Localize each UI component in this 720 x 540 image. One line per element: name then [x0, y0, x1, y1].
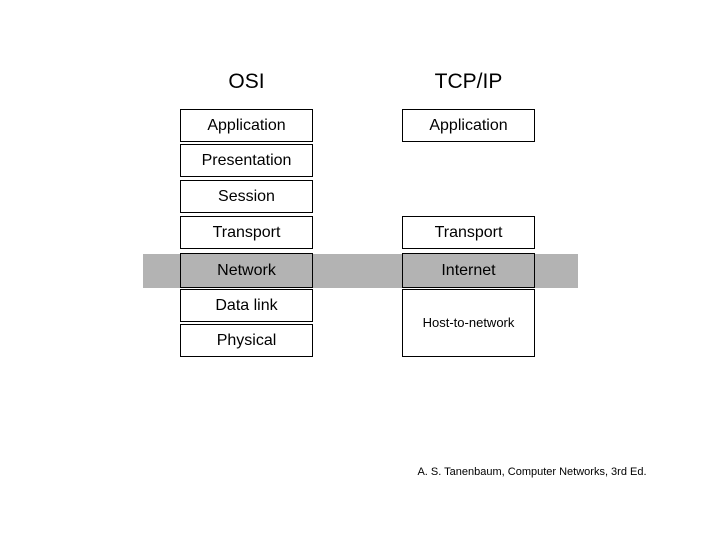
source-attribution: A. S. Tanenbaum, Computer Networks, 3rd … — [417, 466, 647, 478]
osi-layer-data-link: Data link — [180, 289, 313, 322]
tcpip-layer-application: Application — [402, 109, 535, 142]
osi-layer-transport: Transport — [180, 216, 313, 249]
tcpip-layer-internet: Internet — [402, 253, 535, 288]
tcpip-column-title: TCP/IP — [434, 70, 503, 93]
osi-layer-application: Application — [180, 109, 313, 142]
osi-column-title: OSI — [228, 70, 265, 93]
osi-layer-physical: Physical — [180, 324, 313, 357]
tcpip-layer-host-to-network: Host-to-network — [402, 289, 535, 357]
osi-layer-network: Network — [180, 253, 313, 288]
osi-layer-presentation: Presentation — [180, 144, 313, 177]
tcpip-layer-transport: Transport — [402, 216, 535, 249]
osi-layer-session: Session — [180, 180, 313, 213]
